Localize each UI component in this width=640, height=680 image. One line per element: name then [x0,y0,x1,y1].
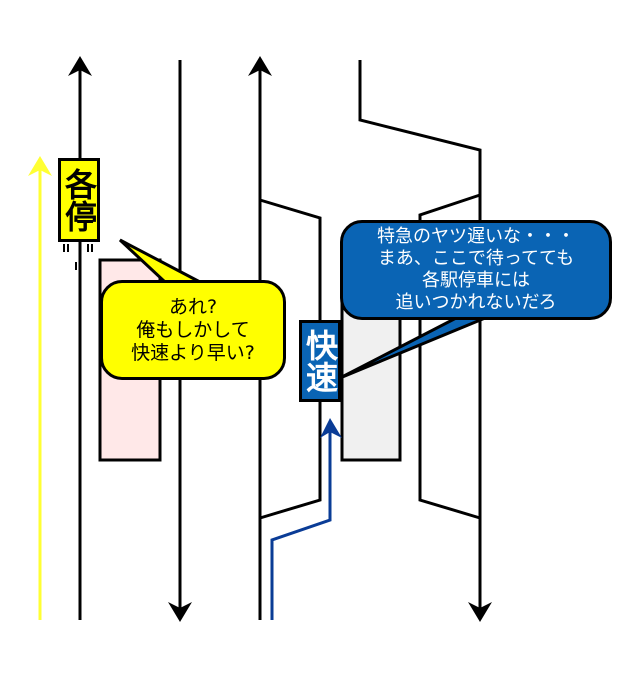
local-train-label: 各停 [58,158,100,242]
bubble-line: 追いつかれないだろ [395,292,557,313]
track-2-arrow-icon [168,602,192,622]
rapid-path [270,430,332,620]
siding-right [418,193,481,520]
speech-bubble-rapid: 特急のヤツ遅いな・・・ まあ、ここで待ってても 各駅停車には 追いつかれないだろ [340,220,612,320]
track-4-down [358,60,482,608]
motion-lines-icon [63,244,93,270]
rapid-train-label: 快速 [299,320,341,402]
local-path-arrow-icon [28,156,52,176]
bubble-line: 快速より早い? [131,341,255,364]
track-1-arrow-icon [68,56,92,76]
bubble-line: 特急のヤツ遅いな・・・ [377,226,575,247]
rapid-path-arrow-icon [320,418,342,438]
track-3-arrow-icon [248,56,272,76]
bubble-line: あれ? [168,295,218,318]
bubble-line: まあ、ここで待ってても [377,248,575,269]
bubble-line: 俺もしかして [136,318,250,341]
track-4-arrow-icon [468,602,492,622]
bubble-line: 各駅停車には [422,270,530,291]
speech-bubble-local: あれ? 俺もしかして 快速より早い? [100,280,286,380]
